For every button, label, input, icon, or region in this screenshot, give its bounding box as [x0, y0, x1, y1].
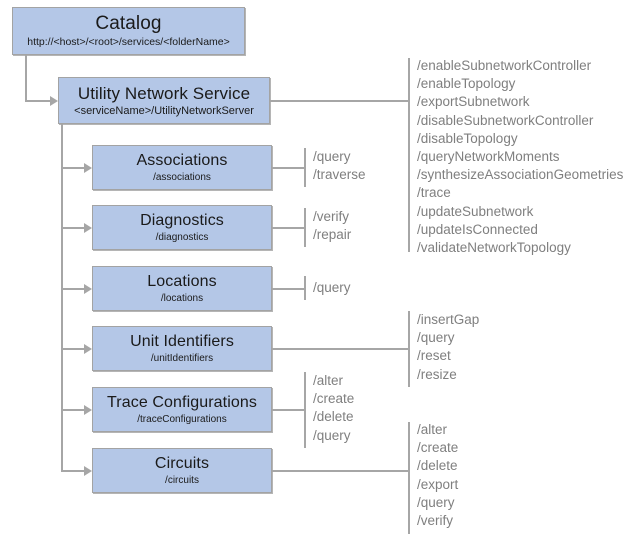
operations-unit-identifiers: /insertGap /query /reset /resize [417, 311, 479, 384]
bracket-diagnostics-ops [304, 208, 306, 247]
operation-item: /insertGap [417, 312, 480, 327]
operation-item: /alter [417, 422, 448, 437]
node-utility-network-service-title: Utility Network Service [77, 83, 251, 103]
connector-unit-identifiers-to-ops [272, 348, 409, 350]
operation-item: /queryNetworkMoments [417, 149, 560, 165]
operations-circuits: /alter /create /delete /export /query /v… [417, 421, 458, 530]
operation-item: /repair [313, 227, 352, 243]
operation-item: /query [417, 494, 455, 510]
arrowhead-to-associations [84, 163, 92, 173]
operation-item: /alter [313, 373, 344, 388]
operation-item: /enableSubnetworkController [417, 58, 592, 73]
node-trace-configurations-title: Trace Configurations [107, 393, 257, 411]
node-unit-identifiers[interactable]: Unit Identifiers /unitIdentifiers [92, 326, 272, 371]
node-circuits-path: /circuits [165, 474, 199, 486]
node-diagnostics-path: /diagnostics [155, 231, 209, 243]
bracket-associations-ops [304, 148, 306, 187]
node-associations-title: Associations [136, 151, 228, 169]
node-unit-identifiers-title: Unit Identifiers [130, 332, 234, 350]
operations-utility-network-service: /enableSubnetworkController /enableTopol… [417, 57, 623, 257]
connector-locations-to-ops [272, 288, 305, 290]
operations-associations: /query /traverse [313, 148, 366, 184]
operation-item: /query [313, 427, 351, 443]
connector-diagnostics-to-ops [272, 227, 305, 229]
bracket-service-ops [408, 58, 410, 252]
connector-branch-unit-identifiers [61, 348, 85, 350]
node-unit-identifiers-path: /unitIdentifiers [150, 352, 214, 364]
operation-item: /disableTopology [417, 130, 518, 146]
node-diagnostics[interactable]: Diagnostics /diagnostics [92, 205, 272, 250]
operation-item: /enableTopology [417, 76, 516, 92]
operations-trace-configurations: /alter /create /delete /query [313, 372, 354, 445]
bracket-unit-identifiers-ops [408, 311, 410, 387]
operation-item: /query [313, 149, 351, 164]
bracket-circuits-ops [408, 422, 410, 534]
node-locations-title: Locations [147, 272, 217, 290]
operation-item: /traverse [313, 167, 366, 183]
node-catalog-title: Catalog [95, 13, 162, 34]
arrowhead-catalog-to-service [50, 96, 58, 106]
operation-item: /disableSubnetworkController [417, 112, 594, 128]
connector-branch-associations [61, 167, 85, 169]
operation-item: /trace [417, 185, 451, 201]
connector-service-trunk [61, 124, 63, 471]
node-circuits[interactable]: Circuits /circuits [92, 448, 272, 493]
connector-circuits-to-ops [272, 470, 409, 472]
node-catalog[interactable]: Catalog http://<host>/<root>/services/<f… [12, 7, 245, 55]
bracket-locations-ops [304, 276, 306, 300]
node-locations[interactable]: Locations /locations [92, 266, 272, 311]
node-locations-path: /locations [160, 292, 204, 304]
node-associations[interactable]: Associations /associations [92, 145, 272, 190]
connector-branch-diagnostics [61, 227, 85, 229]
operations-locations: /query [313, 279, 351, 297]
arrowhead-to-unit-identifiers [84, 344, 92, 354]
connector-branch-trace-configurations [61, 409, 85, 411]
operation-item: /reset [417, 348, 451, 364]
node-associations-path: /associations [153, 171, 211, 183]
operation-item: /synthesizeAssociationGeometries [417, 167, 624, 183]
operation-item: /delete [417, 458, 458, 474]
operation-item: /query [417, 330, 455, 346]
connector-service-to-ops [270, 100, 409, 102]
operation-item: /validateNetworkTopology [417, 240, 571, 256]
connector-branch-circuits [61, 470, 85, 472]
operation-item: /create [313, 391, 355, 407]
arrowhead-to-diagnostics [84, 223, 92, 233]
operation-item: /export [417, 476, 459, 492]
arrowhead-to-circuits [84, 466, 92, 476]
connector-branch-locations [61, 288, 85, 290]
connector-catalog-right [25, 100, 51, 102]
operation-item: /verify [313, 209, 350, 224]
node-trace-configurations[interactable]: Trace Configurations /traceConfiguration… [92, 387, 272, 432]
operation-item: /verify [417, 513, 454, 529]
connector-associations-to-ops [272, 167, 305, 169]
node-utility-network-service-path: <serviceName>/UtilityNetworkServer [74, 104, 254, 117]
operations-diagnostics: /verify /repair [313, 208, 351, 244]
node-trace-configurations-path: /traceConfigurations [137, 413, 227, 425]
node-catalog-path: http://<host>/<root>/services/<folderNam… [27, 36, 230, 48]
operation-item: /create [417, 440, 459, 456]
connector-catalog-down [25, 55, 27, 101]
arrowhead-to-locations [84, 284, 92, 294]
node-utility-network-service[interactable]: Utility Network Service <serviceName>/Ut… [58, 77, 270, 124]
bracket-trace-configurations-ops [304, 372, 306, 448]
operation-item: /resize [417, 366, 457, 382]
operation-item: /exportSubnetwork [417, 94, 530, 110]
operation-item: /updateSubnetwork [417, 203, 534, 219]
node-circuits-title: Circuits [154, 454, 210, 472]
connector-trace-configurations-to-ops [272, 409, 305, 411]
node-diagnostics-title: Diagnostics [140, 211, 224, 229]
operation-item: /query [313, 280, 351, 295]
operation-item: /updateIsConnected [417, 221, 538, 237]
arrowhead-to-trace-configurations [84, 405, 92, 415]
operation-item: /delete [313, 409, 354, 425]
